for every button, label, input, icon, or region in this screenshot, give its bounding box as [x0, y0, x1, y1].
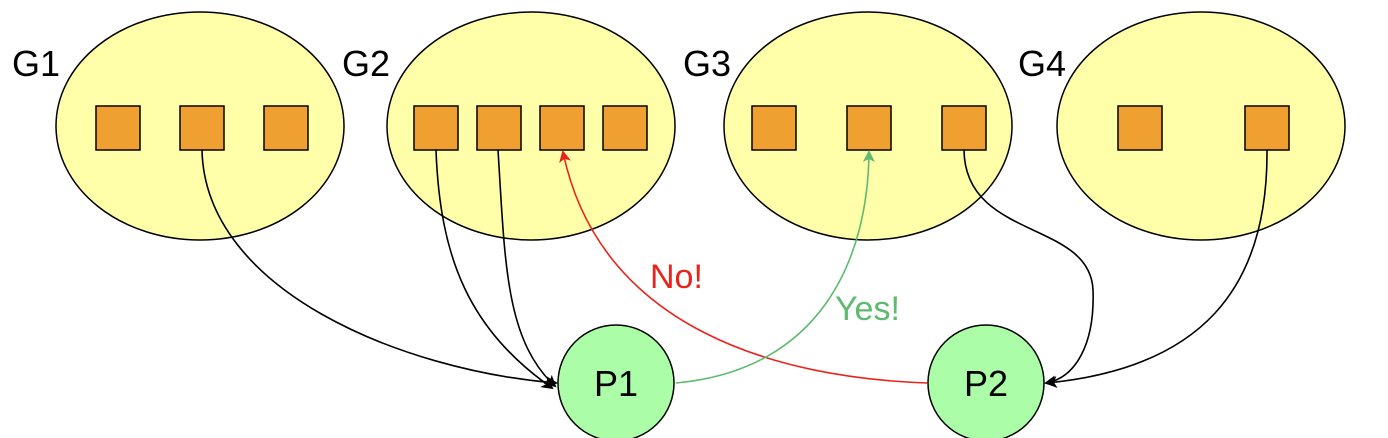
edge-g2a-to-p1	[435, 149, 554, 390]
item-square	[1117, 105, 1163, 151]
edge-label-no: No!	[650, 258, 703, 296]
edge-g2b-to-p1	[497, 149, 557, 388]
group-g3-label: G3	[683, 43, 731, 84]
process-p1-circle	[557, 324, 675, 438]
item-square	[476, 105, 522, 151]
item-square	[413, 105, 459, 151]
group-g2-ellipse	[386, 11, 676, 241]
item-square	[1244, 105, 1290, 151]
edge-g1-to-p1	[201, 149, 558, 389]
edge-g4-to-p2	[1045, 149, 1268, 388]
item-square	[846, 105, 892, 151]
group-g4: G4	[1018, 11, 1346, 241]
group-g1-label: G1	[12, 43, 60, 84]
edge-p1-to-g3-yes	[675, 150, 875, 384]
edge-g3-to-p2	[963, 149, 1094, 388]
group-g1: G1	[12, 11, 345, 241]
item-square	[179, 105, 225, 151]
group-g2-label: G2	[342, 43, 390, 84]
edge-label-yes: Yes!	[835, 290, 900, 328]
group-g2: G2	[342, 11, 676, 241]
group-g4-ellipse	[1056, 11, 1346, 241]
process-p1-label: P1	[594, 363, 638, 404]
item-square	[263, 105, 309, 151]
process-p2-label: P2	[964, 363, 1008, 404]
item-square	[751, 105, 797, 151]
item-square	[602, 105, 648, 151]
group-g3: G3	[683, 11, 1013, 241]
group-g4-label: G4	[1018, 43, 1066, 84]
process-p1: P1	[557, 324, 675, 438]
item-square	[941, 105, 987, 151]
edge-p2-to-g2-no	[559, 150, 928, 384]
process-p2-circle	[927, 324, 1045, 438]
item-square	[539, 105, 585, 151]
item-square	[95, 105, 141, 151]
process-p2: P2	[927, 324, 1045, 438]
